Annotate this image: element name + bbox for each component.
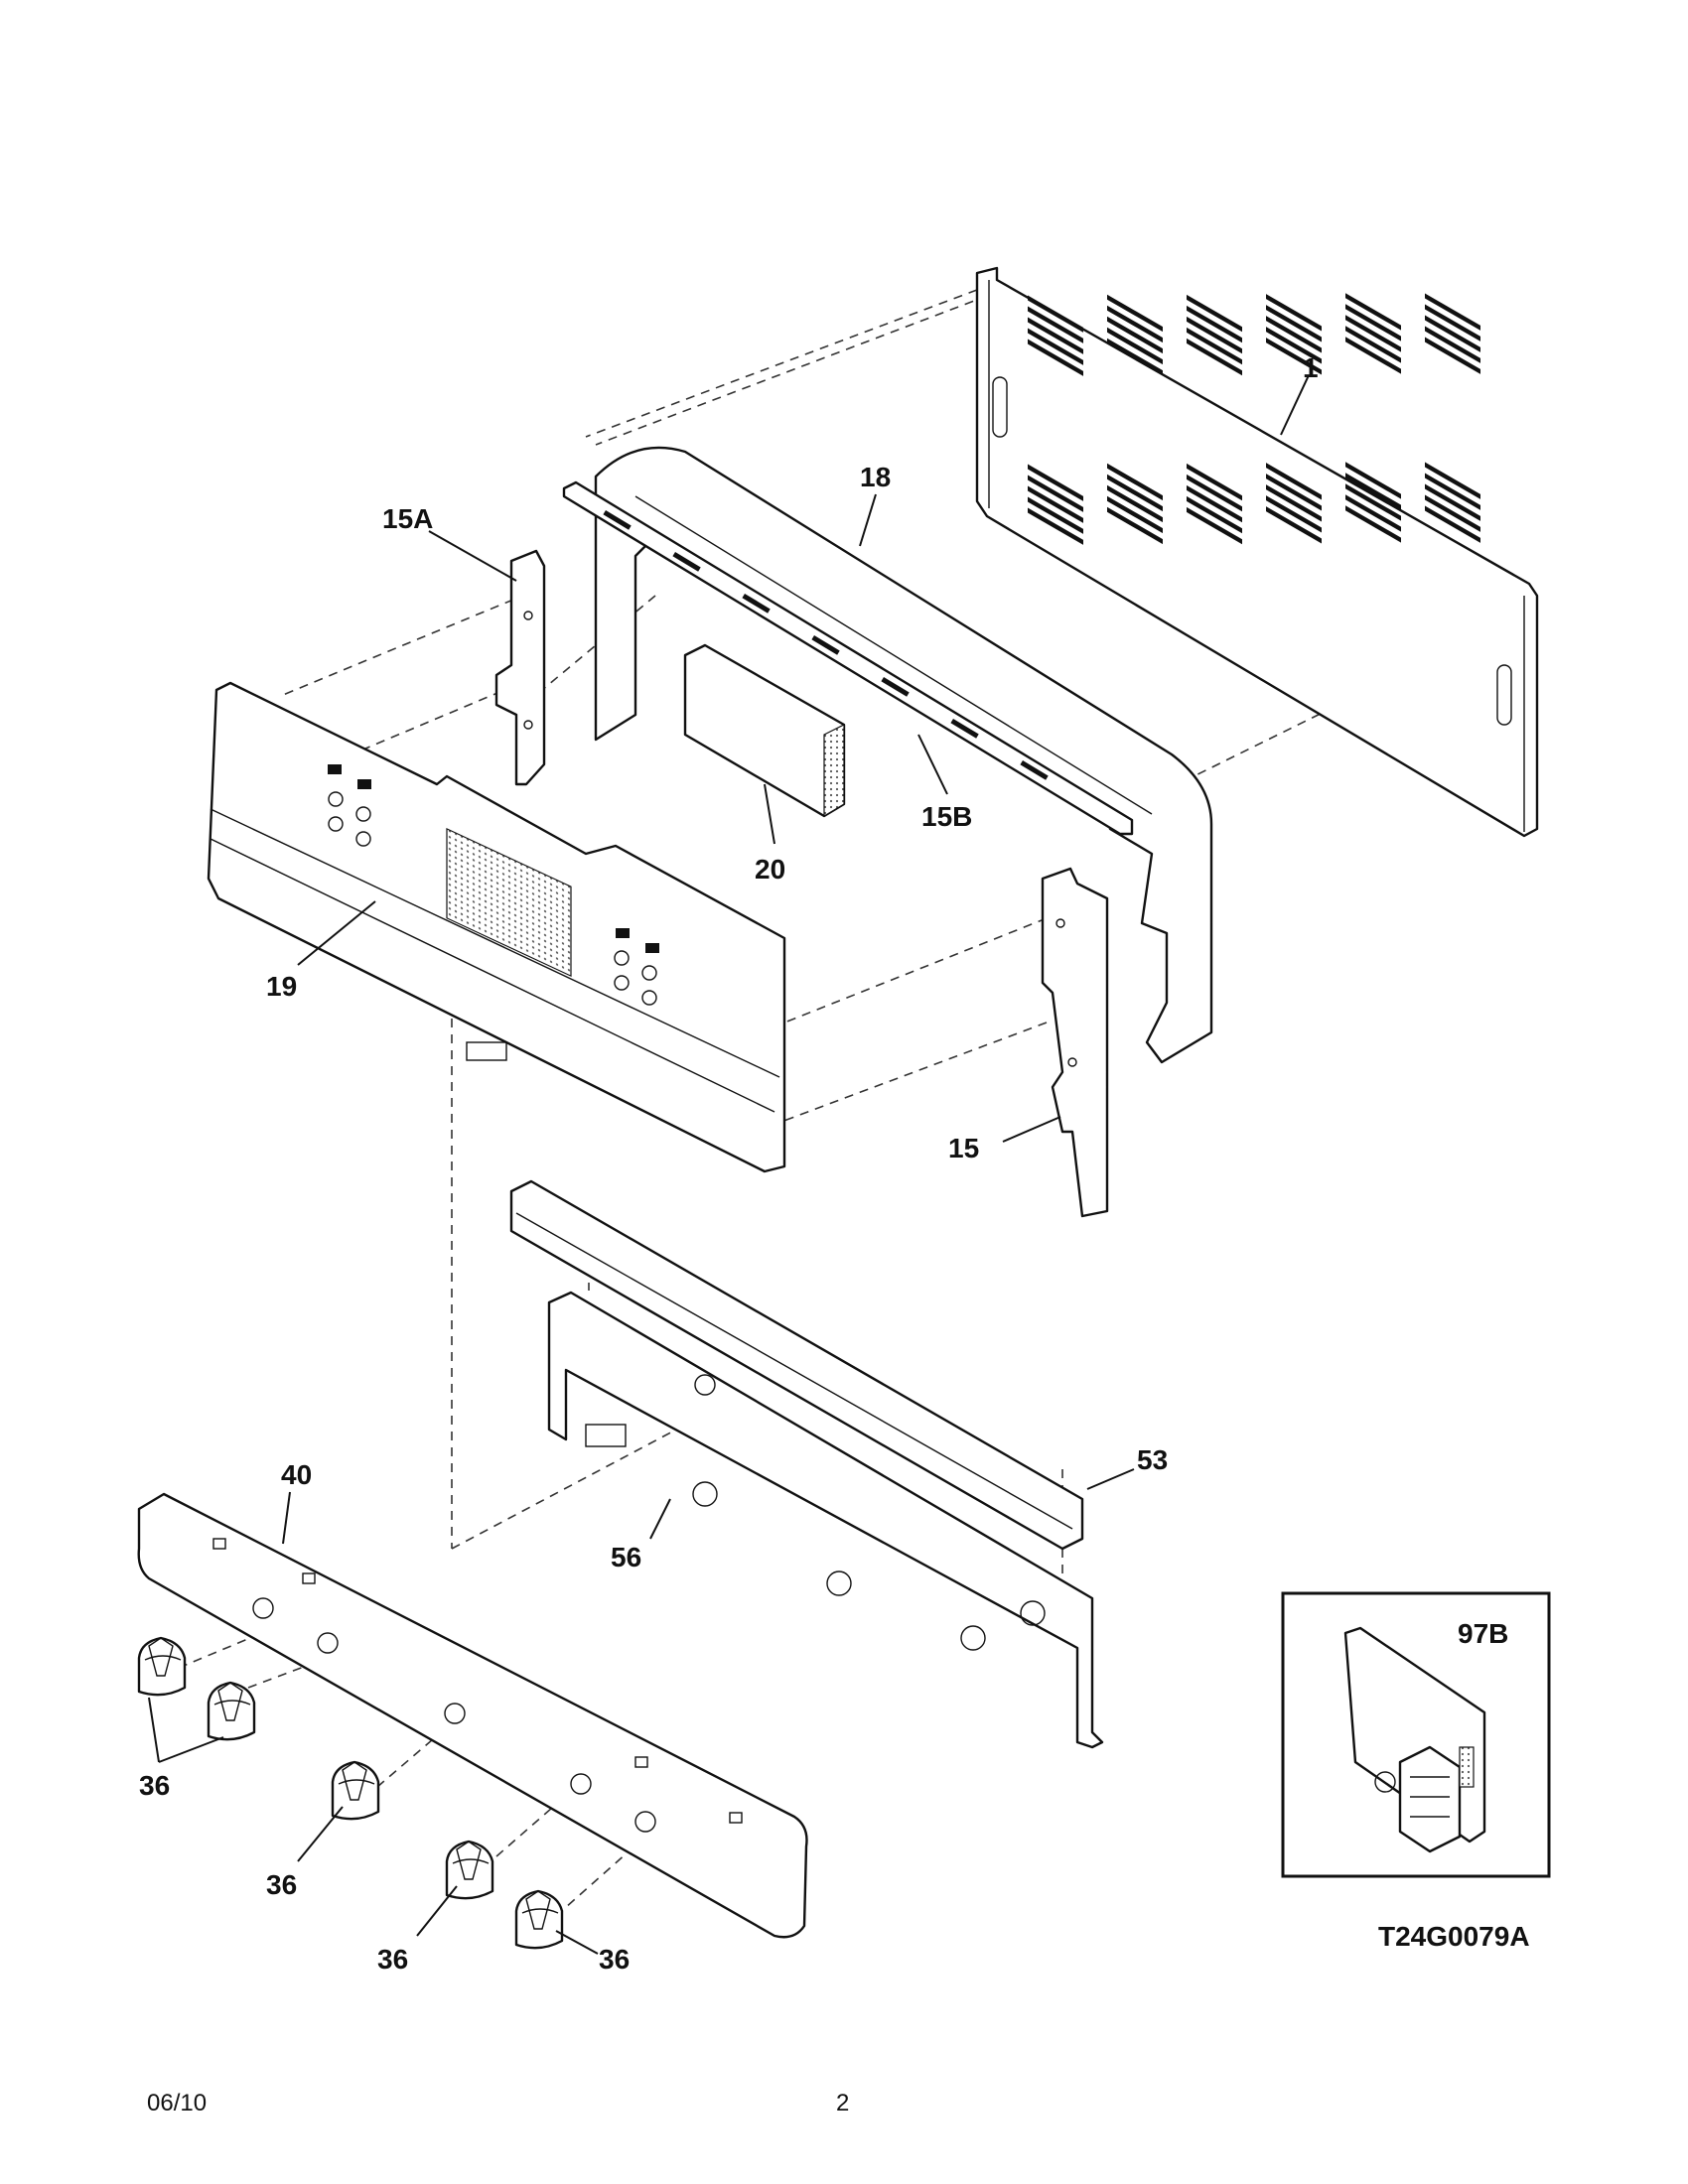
callout-15b: 15B <box>921 801 972 832</box>
manifold-rail-part-53 <box>509 1179 1084 1551</box>
backguard-shroud-part-18 <box>594 446 1213 1064</box>
callout-1: 1 <box>1303 352 1319 383</box>
callout-36-d: 36 <box>599 1944 630 1975</box>
callout-36-a: 36 <box>139 1770 170 1801</box>
console-panel-part-19 <box>207 681 786 1173</box>
leader-lines <box>148 374 1310 1955</box>
callout-15: 15 <box>948 1133 979 1163</box>
rail-part-15b <box>562 480 1134 836</box>
callout-19: 19 <box>266 971 297 1002</box>
callout-15a: 15A <box>382 503 433 534</box>
rear-panel-part-1 <box>975 266 1539 838</box>
callout-18: 18 <box>860 462 891 492</box>
control-panel-part-40 <box>137 1492 808 1939</box>
callout-53: 53 <box>1137 1444 1168 1475</box>
diagram-code: T24G0079A <box>1378 1921 1530 1952</box>
right-bracket-part-15 <box>1041 867 1109 1218</box>
manifold-panel-part-56 <box>547 1291 1104 1749</box>
callout-labels: 1 18 15A 15B 20 19 15 53 56 40 36 36 36 … <box>139 352 1530 1975</box>
control-board-part-20 <box>683 643 846 1143</box>
footer-page-number: 2 <box>836 2090 850 2116</box>
callout-20: 20 <box>755 854 785 885</box>
footer-date: 06/10 <box>147 2090 208 2116</box>
callout-97b: 97B <box>1458 1618 1508 1649</box>
left-bracket-part-15a <box>494 549 546 786</box>
inset-box-part-97b <box>1281 1591 1551 1878</box>
callout-40: 40 <box>281 1459 312 1490</box>
callout-56: 56 <box>611 1542 641 1572</box>
callout-36-b: 36 <box>266 1869 297 1900</box>
callout-36-c: 36 <box>377 1944 408 1975</box>
